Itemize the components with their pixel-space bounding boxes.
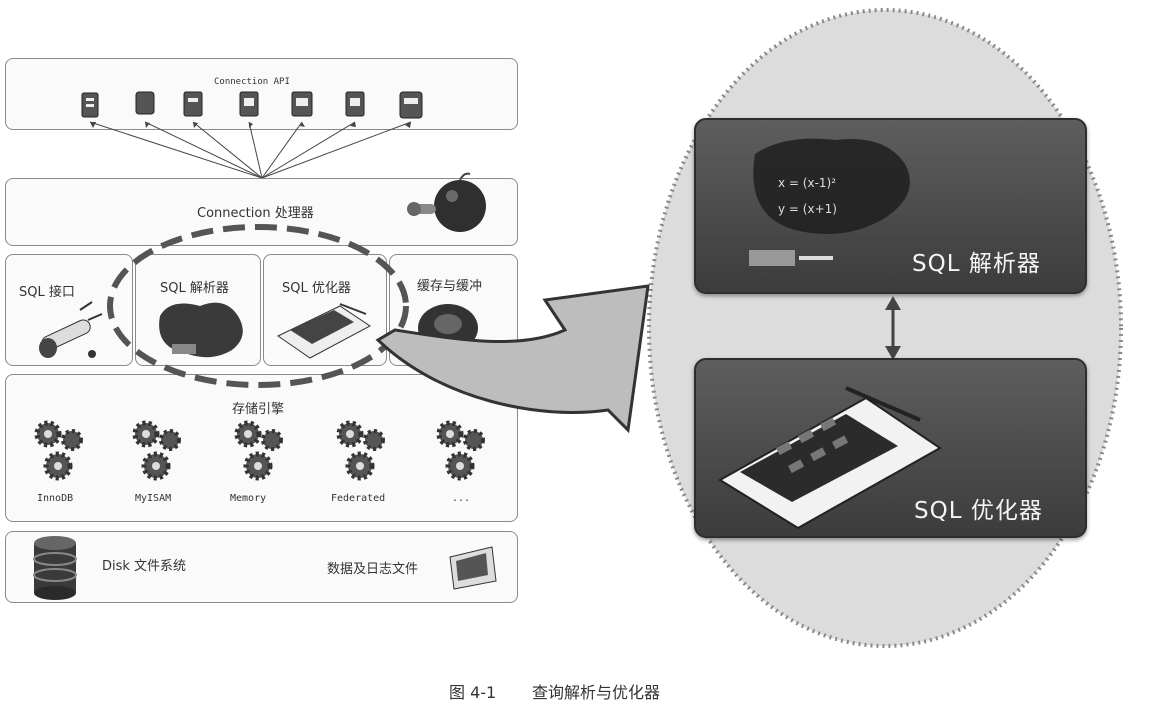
client-icon-2 — [135, 91, 155, 115]
scroll-icon — [39, 301, 103, 358]
connection-processor-label: Connection 处理器 — [197, 206, 314, 221]
engine-myisam: MyISAM — [135, 493, 172, 504]
sql-optimizer-label: SQL 优化器 — [282, 281, 351, 296]
engine-memory: Memory — [230, 493, 267, 504]
optimizer-calculator-icon — [718, 386, 942, 530]
database-icon — [33, 536, 77, 600]
storage-engine-box — [5, 374, 518, 522]
parser-icon — [159, 302, 243, 358]
optimizer-icon — [277, 303, 371, 359]
data-log-label: 数据及日志文件 — [327, 562, 419, 577]
formula-line-1: x = (x-1)² — [778, 176, 837, 190]
client-icons — [81, 91, 423, 119]
engine-more: ... — [452, 493, 471, 504]
sql-parser-label: SQL 解析器 — [160, 281, 229, 296]
optimizer-panel-title: SQL 优化器 — [914, 498, 1043, 524]
sql-interface-label: SQL 接口 — [19, 285, 75, 300]
bidirectional-arrow — [885, 296, 901, 360]
storage-engine-label: 存储引擎 — [232, 402, 285, 417]
parser-blob-icon — [749, 138, 910, 266]
parser-panel-title: SQL 解析器 — [912, 251, 1041, 277]
connection-arrows — [89, 121, 412, 179]
engine-innodb: InnoDB — [37, 493, 74, 504]
engine-federated: Federated — [331, 493, 386, 504]
figure-number: 图 4-1 — [449, 683, 497, 702]
formula-line-2: y = (x+1) — [778, 202, 837, 216]
figure-title: 查询解析与优化器 — [532, 683, 661, 702]
connection-api-label: Connection API — [214, 77, 290, 87]
disk-fs-label: Disk 文件系统 — [102, 559, 187, 574]
disk-box — [5, 531, 518, 603]
folder-icon — [449, 546, 497, 590]
bomb-icon — [407, 172, 486, 232]
cache-buffer-label: 缓存与缓冲 — [417, 279, 483, 294]
